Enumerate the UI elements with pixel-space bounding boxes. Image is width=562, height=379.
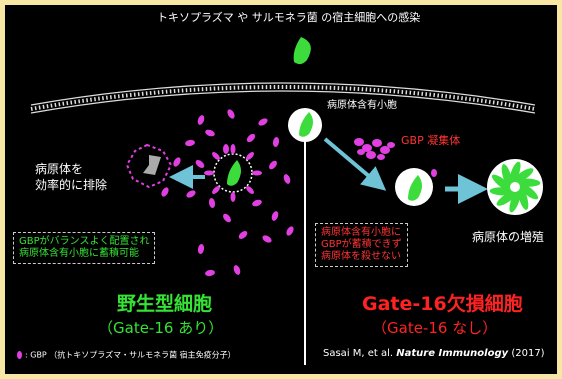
legend: : GBP （抗トキソプラズマ・サルモネラ菌 宿主免疫分子）	[17, 351, 236, 360]
citation: Sasai M, et al. Nature Immunology (2017)	[323, 349, 545, 359]
knockout-note-box: 病原体含有小胞に GBPが蓄積できず 病原体を殺せない	[315, 223, 408, 267]
citation-authors: Sasai M, et al.	[323, 348, 394, 359]
citation-year: (2017)	[511, 348, 545, 359]
proliferating-pathogen	[513, 168, 534, 184]
gbp-aggregate-label: GBP 凝集体	[401, 134, 461, 147]
knockout-note-line1: 病原体含有小胞に	[321, 227, 401, 238]
gbp-coated-vacuole	[204, 144, 262, 202]
proliferating-pathogen	[491, 174, 512, 191]
proliferating-pathogen	[509, 161, 521, 185]
proliferating-pathogen	[501, 164, 512, 188]
eliminate-label-line2: 効率的に排除	[35, 178, 108, 192]
pathogen-vacuole-icon	[288, 108, 322, 142]
host-cell-membrane	[30, 82, 536, 114]
proliferating-pathogen	[518, 183, 539, 200]
diagram-graphics	[30, 37, 543, 365]
wild-type-note-line1: GBPがバランスよく配置され	[19, 236, 150, 247]
legend-text: : GBP （抗トキソプラズマ・サルモネラ菌 宿主免疫分子）	[25, 350, 236, 360]
knockout-title: Gate-16欠損細胞	[362, 293, 523, 315]
wild-type-note-line2: 病原体含有小胞に蓄積可能	[19, 248, 139, 259]
proliferating-pathogen	[496, 190, 517, 206]
vacuole-label: 病原体含有小胞	[327, 100, 397, 111]
proliferating-pathogens-icon	[487, 159, 543, 215]
proliferate-label: 病原体の増殖	[472, 230, 545, 244]
vacuole-no-gbp	[395, 168, 437, 206]
proliferating-pathogen	[509, 189, 521, 213]
destroyed-pathogen-icon	[125, 143, 173, 189]
knockout-note-line3: 病原体を殺せない	[321, 251, 401, 262]
eliminate-label-line1: 病原体を	[35, 162, 84, 176]
wild-type-note-box: GBPがバランスよく配置され 病原体含有小胞に蓄積可能	[13, 232, 156, 264]
diagram-title: トキソプラズマ や サルモネラ菌 の宿主細胞への感染	[157, 11, 421, 24]
wild-type-subtitle: （Gate-16 あり）	[98, 319, 224, 337]
pathogen-entering-icon	[293, 37, 311, 65]
arrow-to-knockout	[323, 137, 387, 191]
gbp-legend-icon	[17, 351, 22, 359]
gbp-aggregate-icon	[354, 138, 395, 160]
figure-panel: トキソプラズマ や サルモネラ菌 の宿主細胞への感染 病原体含有小胞 GBP 凝…	[5, 5, 557, 374]
proliferating-pathogen	[518, 186, 529, 210]
knockout-subtitle: （Gate-16 なし）	[372, 319, 498, 337]
gbp-dots	[161, 109, 294, 277]
citation-journal: Nature Immunology	[396, 348, 509, 359]
wild-type-title: 野生型細胞	[117, 293, 213, 315]
knockout-note-line2: GBPが蓄積できず	[321, 239, 402, 250]
